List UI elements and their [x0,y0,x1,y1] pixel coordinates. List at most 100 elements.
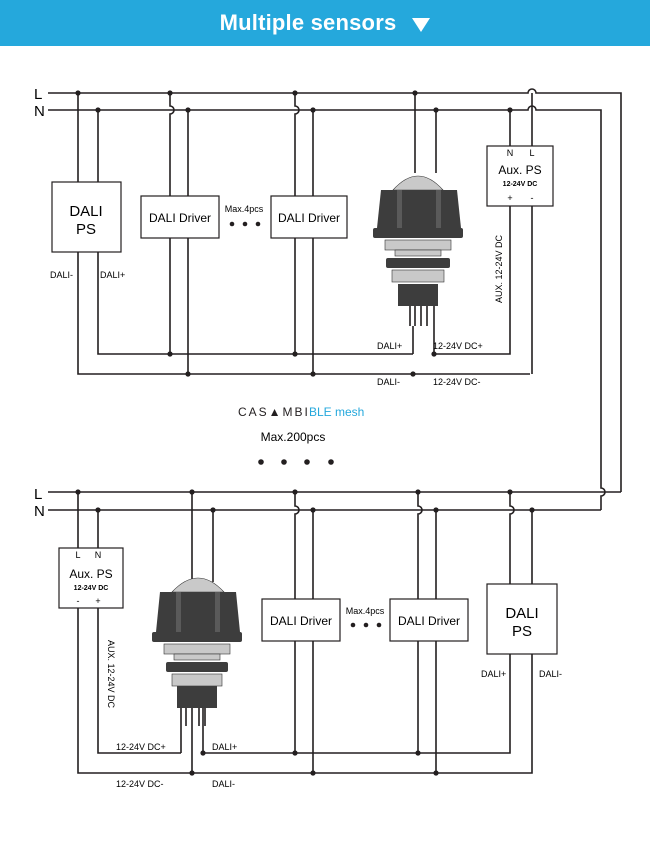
junction-dot [75,90,81,96]
top-line-label-n: N [34,103,45,120]
junction-dot [167,351,173,357]
junction-dot [433,770,439,776]
casambi-logo: CAS▲MBI [238,405,310,419]
bottom-line-label-l: L [34,486,42,503]
bottom-dali-ps [486,583,558,655]
junction-dot [415,489,421,495]
bottom-dali-driver-2-label: DALI Driver [398,614,460,628]
ble-mesh-label: BLE mesh [309,405,364,419]
bottom-dali-ps-line2: PS [512,623,532,640]
top-aux-ps-title: Aux. PS [498,163,541,177]
junction-dot [507,489,513,495]
bottom-line-label-n: N [34,503,45,520]
top-ellipsis-dot [242,221,248,227]
bottom-ellipsis-dot [350,622,356,628]
bottom-bottom-dali-minus: DALI- [212,779,235,789]
casambi-block: CAS▲MBI BLE mesh Max.200pcs [238,405,364,465]
bottom-dali-driver-1 [261,598,341,642]
top-bottom-dali-minus: DALI- [377,377,400,387]
junction-dot [415,750,421,756]
junction-dot [292,90,298,96]
top-line-label-l: L [34,86,42,103]
sensor-ellipsis-dot [328,459,334,465]
page-title: Multiple sensors [219,10,397,35]
junction-dot [310,770,316,776]
bottom-aux-ps [58,547,124,609]
junction-dot [292,750,298,756]
bottom-dali-lines [77,608,533,774]
top-circuit: L N DALI PS DALI- DALI+ DALI Driver Max.… [34,86,622,510]
max-sensors-label: Max.200pcs [261,430,326,444]
top-drops [77,93,533,196]
top-sensor-dc-plus: 12-24V DC+ [433,341,483,351]
junction-dot [210,507,216,513]
bottom-aux-ps-title: Aux. PS [69,567,112,581]
top-aux-voltage-label: AUX. 12-24V DC [494,234,504,303]
bottom-bottom-dc-minus: 12-24V DC- [116,779,164,789]
junction-dot [310,371,316,377]
top-dali-driver-1-label: DALI Driver [149,211,211,225]
bottom-sensor-icon [152,577,242,773]
junction-dot [431,351,437,357]
bottom-aux-ps-minus: - [77,596,80,606]
bottom-max-drivers: Max.4pcs [346,606,385,616]
bottom-ps-dali-minus: DALI- [539,669,562,679]
top-ps-dali-minus: DALI- [50,270,73,280]
top-ps-dali-plus: DALI+ [100,270,125,280]
bottom-ellipsis-dot [363,622,369,628]
bottom-ps-dali-plus: DALI+ [481,669,506,679]
junction-dot [200,750,206,756]
top-max-drivers: Max.4pcs [225,204,264,214]
top-l-bus [48,88,622,492]
junction-dot [412,90,418,96]
junction-dot [310,107,316,113]
top-dali-ps-line2: PS [76,221,96,238]
junction-dot [433,507,439,513]
junction-dot [433,107,439,113]
top-dali-driver-2 [270,195,348,239]
top-sensor-icon [373,175,463,354]
bottom-drops [77,492,533,599]
top-aux-ps-voltage: 12-24V DC [503,181,538,188]
sensor-ellipsis-dot [281,459,287,465]
top-aux-ps [486,145,554,207]
top-aux-ps-plus: + [507,193,512,203]
bottom-sensor-dc-plus: 12-24V DC+ [116,742,166,752]
header-banner: Multiple sensors [0,0,650,46]
top-aux-ps-n: N [507,148,514,158]
junction-dot [410,371,416,377]
bottom-dali-driver-1-label: DALI Driver [270,614,332,628]
top-dali-ps [51,181,122,253]
top-bottom-dc-minus: 12-24V DC- [433,377,481,387]
junction-dot [529,507,535,513]
top-dali-driver-2-label: DALI Driver [278,211,340,225]
bottom-aux-ps-n: N [95,550,102,560]
bottom-dali-driver-2 [389,598,469,642]
bottom-ellipsis-dot [376,622,382,628]
junction-dot [95,507,101,513]
bottom-circuit: L N L N Aux. PS 12-24V DC - + AUX. 12-24… [34,486,621,789]
top-aux-ps-minus: - [531,193,534,203]
top-aux-ps-l: L [529,148,534,158]
junction-dot [95,107,101,113]
bottom-aux-ps-voltage: 12-24V DC [74,585,109,592]
top-sensor-dali-plus: DALI+ [377,341,402,351]
bottom-dali-ps-line1: DALI [505,605,538,622]
top-dali-lines [77,206,533,375]
junction-dot [75,489,81,495]
top-dali-ps-line1: DALI [69,203,102,220]
bottom-sensor-dali-plus: DALI+ [212,742,237,752]
top-ellipsis-dot [229,221,235,227]
junction-dot [185,371,191,377]
junction-dot [292,489,298,495]
top-dali-driver-1 [140,195,220,239]
top-ellipsis-dot [255,221,261,227]
junction-dot [507,107,513,113]
junction-dot [185,107,191,113]
junction-dot [189,489,195,495]
sensor-ellipsis-dot [304,459,310,465]
bottom-aux-voltage-label: AUX. 12-24V DC [106,640,116,709]
junction-dot [310,507,316,513]
junction-dot [167,90,173,96]
